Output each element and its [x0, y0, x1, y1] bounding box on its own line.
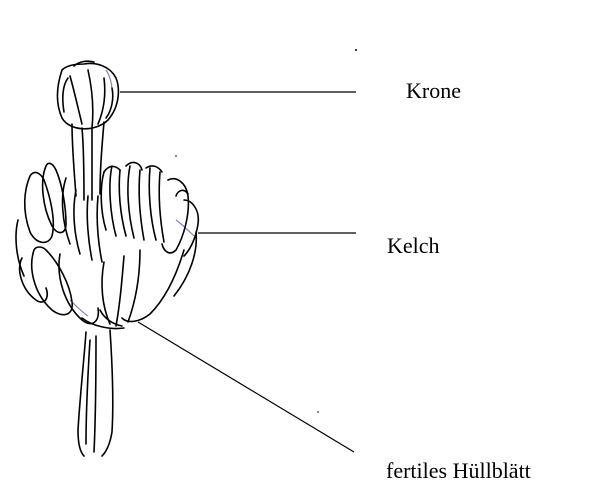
crown-bud [57, 61, 118, 129]
involucral-bracts [32, 232, 197, 329]
label-fertiles-hullblatt: fertiles Hüllblätt [386, 460, 531, 482]
label-kelch: Kelch [387, 235, 440, 257]
leader-line-fertiles [138, 322, 354, 452]
label-krone: Krone [406, 80, 461, 102]
crown-stalk [72, 122, 104, 200]
calyx-florets [16, 163, 198, 303]
main-stem [78, 330, 113, 456]
